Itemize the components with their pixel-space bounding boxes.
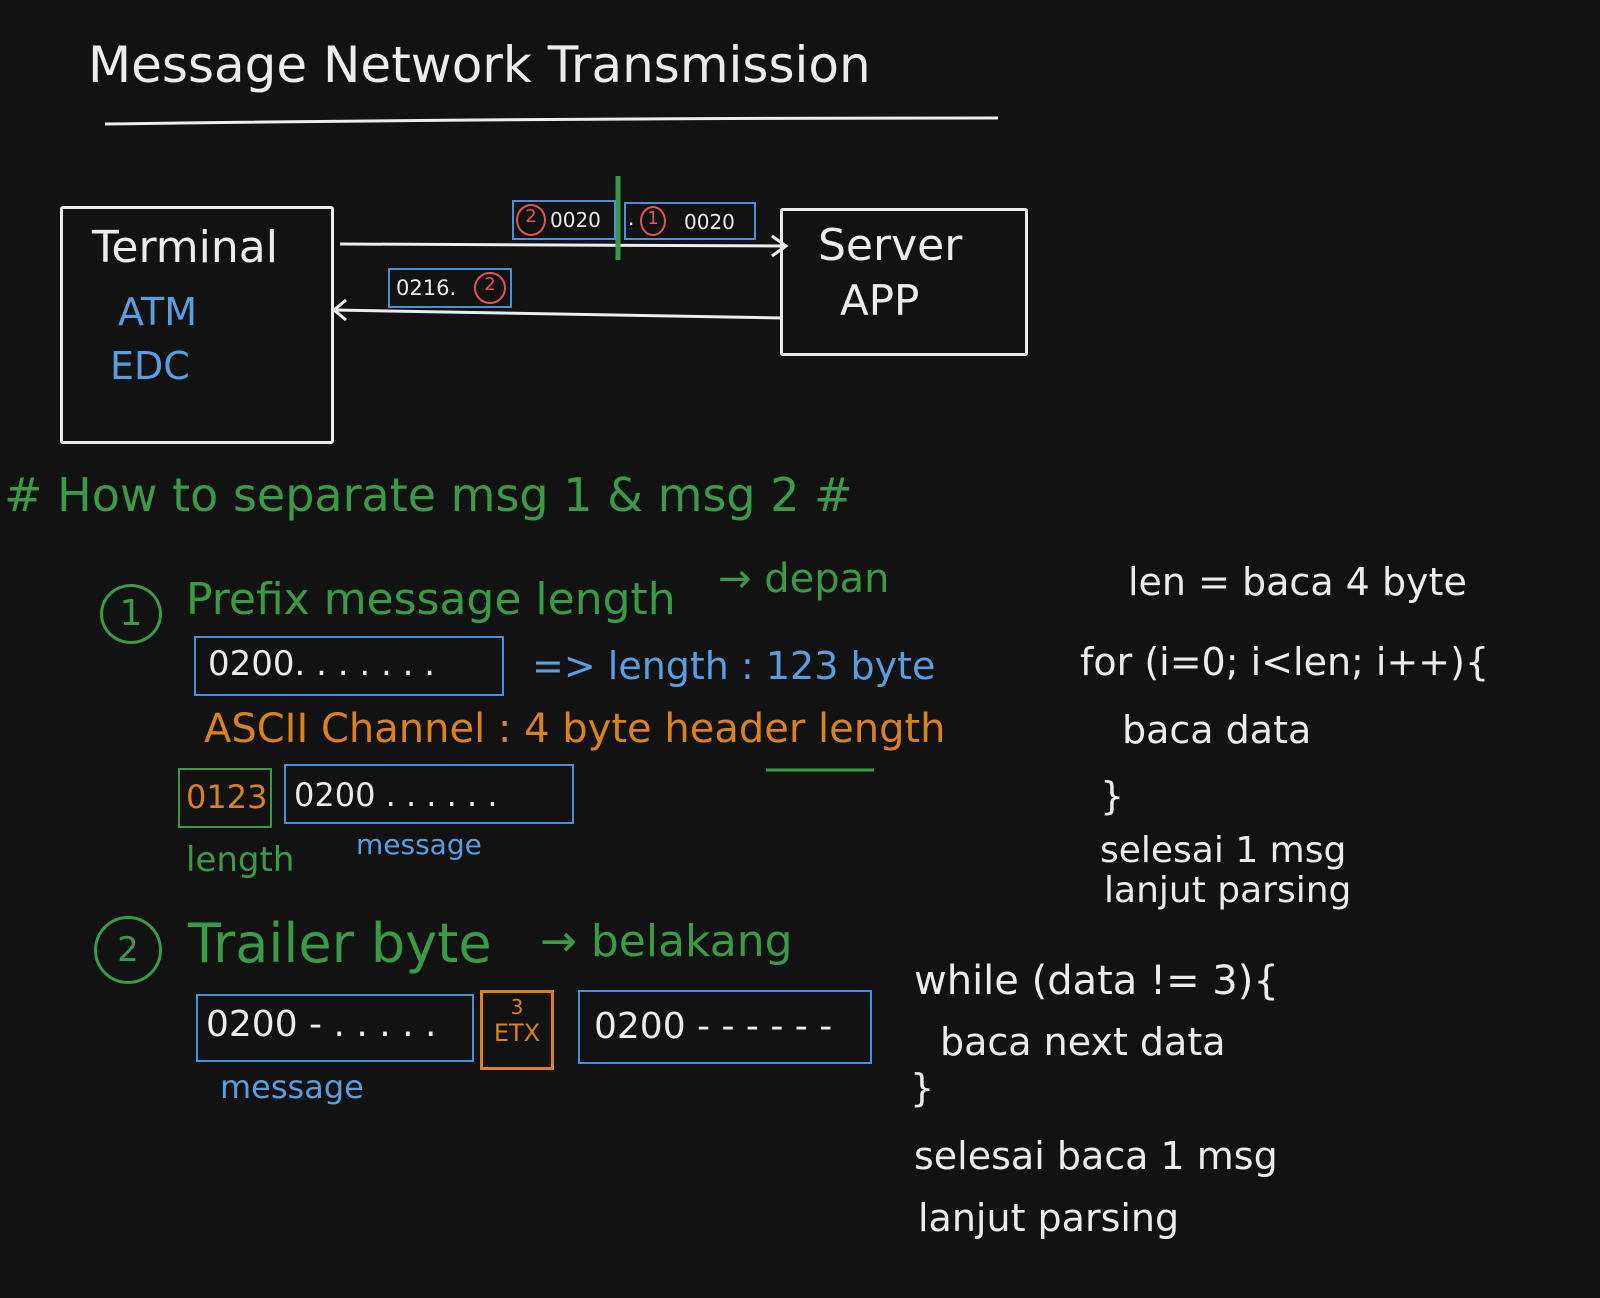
msg1-prefix: .: [628, 206, 635, 230]
server-box: [780, 208, 1028, 356]
message-box-value: 0200 . . . . . .: [294, 776, 498, 814]
response-arrow: [333, 308, 783, 320]
msg1-marker: 1: [640, 206, 666, 236]
msg1-value: 0020: [684, 210, 735, 234]
trailer-message1: 0200 - . . . . .: [206, 1004, 437, 1045]
message-label: message: [356, 828, 482, 861]
method2-direction: → belakang: [540, 916, 793, 967]
method1-number: 1: [100, 584, 162, 644]
code2-line: lanjut parsing: [918, 1196, 1180, 1240]
packet-msg2: 2 0020: [512, 200, 616, 240]
code2-line: selesai baca 1 msg: [914, 1134, 1278, 1178]
title-underline: [104, 116, 999, 126]
length-box: 0123: [178, 768, 272, 828]
terminal-label: Terminal: [92, 222, 278, 273]
method1-length-note: => length : 123 byte: [532, 644, 936, 688]
trailer-message1-box: 0200 - . . . . .: [196, 994, 474, 1062]
method1-title: Prefix message length: [186, 574, 676, 625]
length-label: length: [186, 840, 295, 880]
trailer-message2-box: 0200 - - - - - -: [578, 990, 872, 1064]
length-box-value: 0123: [186, 778, 268, 816]
code1-line: baca data: [1122, 708, 1312, 752]
code2-line: }: [910, 1066, 935, 1110]
request-arrow: [339, 242, 786, 248]
method1-example: 0200. . . . . . .: [208, 644, 436, 684]
ascii-suffix: length: [805, 706, 946, 752]
ascii-highlight: header: [664, 706, 806, 752]
method2-title: Trailer byte: [188, 912, 492, 975]
question-heading: # How to separate msg 1 & msg 2 #: [4, 468, 853, 522]
server-app-label: APP: [840, 276, 920, 325]
response-arrowhead: [331, 298, 347, 322]
etx-code: 3: [510, 995, 524, 1019]
code1-line: lanjut parsing: [1104, 870, 1352, 911]
method1-example-box: 0200. . . . . . .: [194, 636, 504, 696]
ascii-channel-note: ASCII Channel : 4 byte header length: [204, 706, 946, 752]
terminal-edc: EDC: [110, 344, 190, 388]
etx-label: ETX: [493, 1019, 541, 1047]
response-value: 0216.: [396, 276, 457, 300]
packet-response: 0216. 2: [388, 268, 512, 308]
code2-line: baca next data: [940, 1020, 1226, 1064]
message-box: 0200 . . . . . .: [284, 764, 574, 824]
msg2-value: 0020: [550, 208, 601, 232]
terminal-atm: ATM: [118, 290, 198, 334]
etx-box: 3 ETX: [480, 990, 554, 1070]
request-arrowhead: [771, 234, 789, 258]
code1-line: for (i=0; i<len; i++){: [1080, 640, 1490, 684]
response-marker: 2: [474, 272, 506, 304]
packet-msg1: . 1 0020: [624, 202, 756, 240]
trailer-message2: 0200 - - - - - -: [594, 1006, 833, 1047]
trailer-message-label: message: [220, 1068, 364, 1106]
method2-number: 2: [94, 916, 162, 984]
code2-line: while (data != 3){: [914, 958, 1279, 1004]
page-title: Message Network Transmission: [88, 36, 871, 94]
method1-direction: → depan: [718, 556, 890, 602]
ascii-prefix: ASCII Channel : 4 byte: [204, 706, 665, 752]
code1-line: }: [1100, 774, 1125, 818]
msg2-marker: 2: [516, 204, 546, 236]
server-label: Server: [818, 220, 963, 271]
terminal-box: [60, 206, 334, 444]
code1-line: selesai 1 msg: [1100, 830, 1347, 871]
code1-line: len = baca 4 byte: [1128, 560, 1467, 604]
